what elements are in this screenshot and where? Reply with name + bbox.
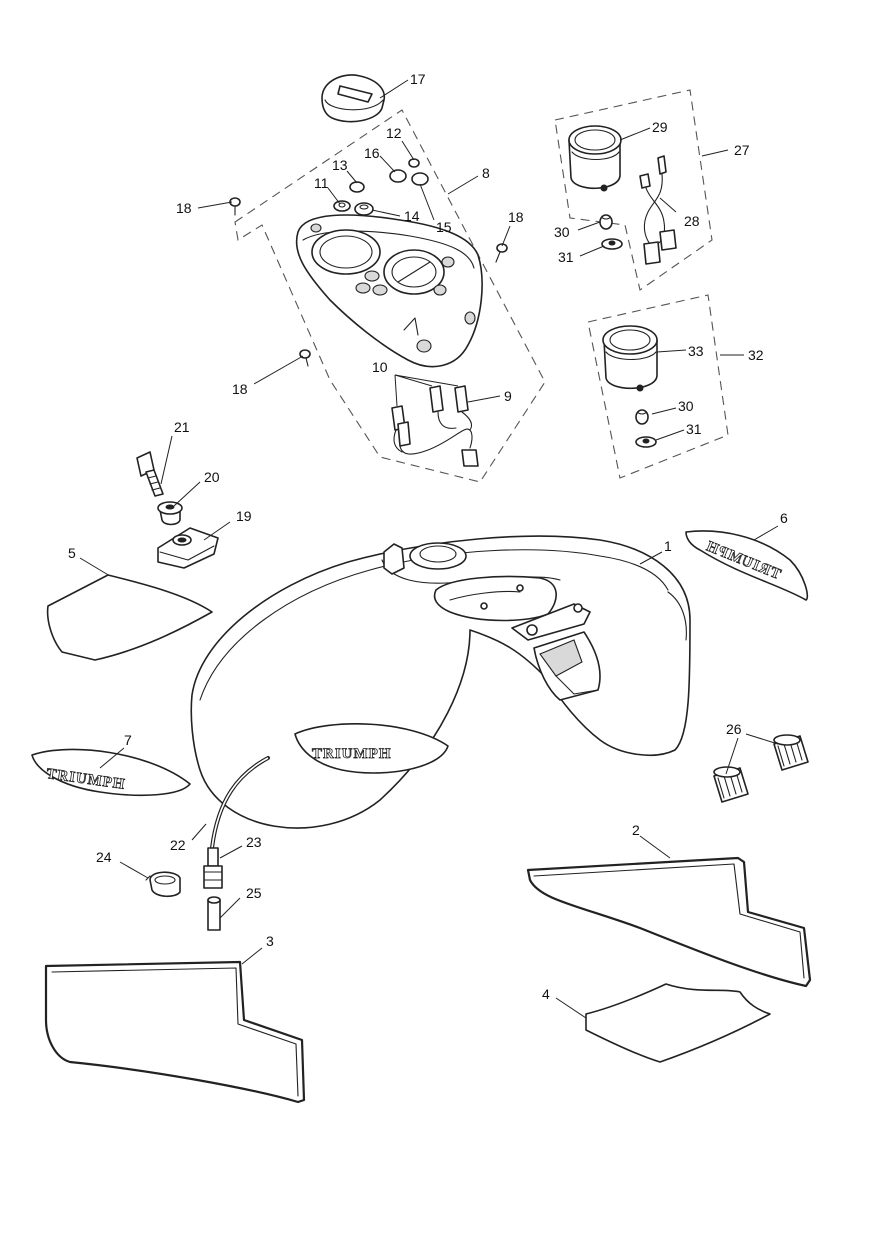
- fuel-tank: [190, 535, 691, 829]
- callout-15: 15: [436, 219, 452, 235]
- callout-32: 32: [748, 347, 764, 363]
- callout-22: 22: [170, 837, 186, 853]
- rubber-buffers: [713, 734, 809, 803]
- callout-17: 17: [410, 71, 426, 87]
- callout-12: 12: [386, 125, 402, 141]
- tank-mounting-bracket: [157, 527, 219, 569]
- filler-cap: [321, 74, 386, 123]
- callout-27: 27: [734, 142, 750, 158]
- callout-7: 7: [124, 732, 132, 748]
- front-tank-pad: [585, 983, 771, 1063]
- callout-25: 25: [246, 885, 262, 901]
- speedometer: [568, 125, 622, 192]
- callout-1: 1: [664, 538, 672, 554]
- console-assembly-boundary: [234, 109, 546, 483]
- tank-logo-badge: TRIUMPH: [294, 723, 449, 774]
- callout-29: 29: [652, 119, 668, 135]
- speedo-grommet: [599, 214, 613, 230]
- screw-left: [229, 197, 241, 216]
- speedometer-harness: [639, 155, 677, 265]
- callout-numbers: 17 12 16 13 11 14 15 8 18 18 18 10 9 21 …: [68, 71, 788, 1002]
- badge-left: TRIUMPH: [31, 748, 191, 797]
- callout-18-lower: 18: [232, 381, 248, 397]
- tacho-washer: [635, 436, 657, 448]
- instrument-console: [295, 214, 483, 368]
- tank-logo-text: TRIUMPH: [312, 746, 392, 762]
- drain-hose: [207, 896, 221, 931]
- screw-right: [495, 243, 508, 263]
- callout-18-right: 18: [508, 209, 524, 225]
- callout-26: 26: [726, 721, 742, 737]
- speedo-washer: [601, 238, 623, 250]
- callout-33: 33: [688, 343, 704, 359]
- mounting-bolt: [136, 451, 164, 497]
- callout-20: 20: [204, 469, 220, 485]
- speedo-assembly-boundary: [554, 89, 713, 291]
- side-panel-left-edge: [51, 967, 299, 1097]
- callout-4: 4: [542, 986, 550, 1002]
- callout-11: 11: [314, 175, 329, 191]
- callout-13: 13: [332, 157, 348, 173]
- side-panel-left: [44, 960, 306, 1104]
- side-panel-right-edge: [533, 863, 805, 979]
- callout-8: 8: [482, 165, 490, 181]
- side-panel-right: [526, 856, 812, 988]
- breather-pipe-core: [211, 757, 269, 849]
- callout-23: 23: [246, 834, 262, 850]
- tachometer: [602, 325, 658, 392]
- callout-10: 10: [372, 359, 388, 375]
- callout-14: 14: [404, 208, 420, 224]
- callout-16: 16: [364, 145, 380, 161]
- fuel-tap-fitting: [203, 847, 223, 889]
- callout-6: 6: [780, 510, 788, 526]
- screw-lower: [299, 349, 311, 367]
- callout-2: 2: [632, 822, 640, 838]
- tacho-grommet: [635, 409, 649, 425]
- callout-28: 28: [684, 213, 700, 229]
- callout-31-upper: 31: [558, 249, 574, 265]
- callout-21: 21: [174, 419, 190, 435]
- callout-30-lower: 30: [678, 398, 694, 414]
- hose-clip: [145, 871, 181, 898]
- spacer-bush: [157, 501, 183, 526]
- warning-light-harness: [391, 385, 479, 467]
- callout-18-left: 18: [176, 200, 192, 216]
- callout-30-upper: 30: [554, 224, 570, 240]
- callout-9: 9: [504, 388, 512, 404]
- tacho-assembly-boundary: [587, 294, 729, 479]
- callout-31-lower: 31: [686, 421, 702, 437]
- grommets-console: [333, 158, 429, 216]
- rear-tank-pad: [46, 574, 213, 661]
- leader-lines: [79, 79, 779, 1019]
- callout-24: 24: [96, 849, 112, 865]
- callout-3: 3: [266, 933, 274, 949]
- callout-5: 5: [68, 545, 76, 561]
- badge-right: TRIUMPH: [685, 530, 809, 601]
- callout-19: 19: [236, 508, 252, 524]
